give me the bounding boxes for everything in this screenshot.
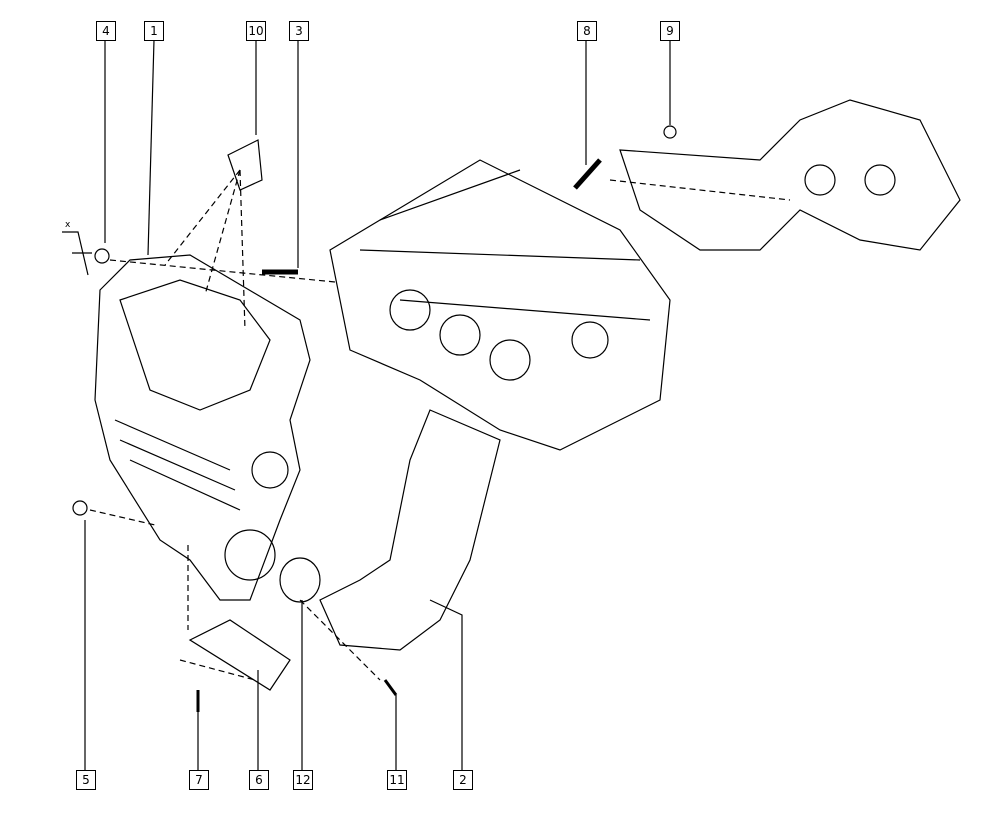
gasket-ring-10 [227, 139, 263, 191]
fasteners [72, 125, 677, 712]
callout-11: 11 [387, 770, 407, 790]
leader-lines [84, 39, 671, 770]
intake-manifold [94, 254, 311, 601]
bracket-6 [188, 619, 291, 691]
gasket-ring-12 [279, 557, 321, 603]
cylinder-head [329, 159, 671, 451]
callout-6: 6 [249, 770, 269, 790]
x-marker-arrow [62, 231, 92, 276]
x-marker-label: x [65, 220, 71, 230]
callout-7: 7 [189, 770, 209, 790]
callout-9: 9 [660, 21, 680, 41]
egr-assembly [619, 99, 961, 251]
callout-10: 10 [246, 21, 266, 41]
air-duct [319, 409, 501, 651]
callout-4: 4 [96, 21, 116, 41]
callout-12: 12 [293, 770, 313, 790]
callout-5: 5 [76, 770, 96, 790]
callout-1: 1 [144, 21, 164, 41]
dashed-guides [89, 169, 791, 681]
callout-3: 3 [289, 21, 309, 41]
callout-2: 2 [453, 770, 473, 790]
callout-8: 8 [577, 21, 597, 41]
